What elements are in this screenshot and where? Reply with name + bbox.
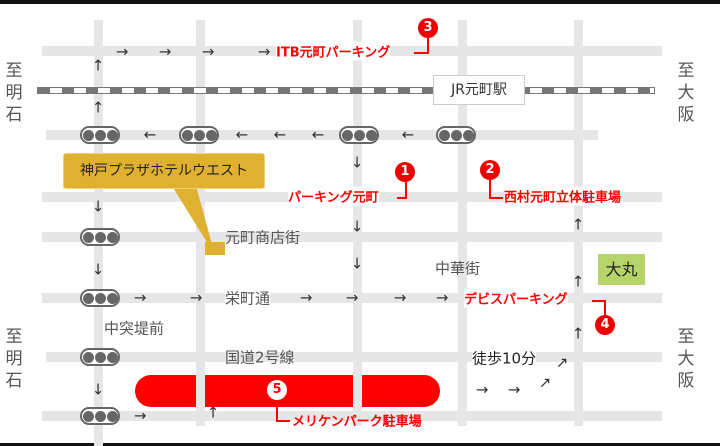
road-gap (196, 375, 205, 407)
lamp (94, 410, 106, 422)
traffic-light-icon (179, 126, 219, 144)
direction-akashi-top: 至明石 (5, 61, 23, 125)
lamp (106, 292, 118, 304)
lamp (82, 231, 94, 243)
lamp (106, 231, 118, 243)
parking-name-4[interactable]: デビスパーキング (464, 288, 568, 308)
lamp (106, 351, 118, 363)
traffic-light-icon (80, 126, 120, 144)
lamp (94, 231, 106, 243)
road (458, 20, 467, 426)
leader-line (276, 401, 290, 422)
bottom-border (0, 443, 720, 446)
parking-name-2[interactable]: 西村元町立体駐車場 (504, 186, 622, 206)
traffic-light-icon (80, 348, 120, 366)
walk-time-label: 徒歩10分 (472, 347, 537, 369)
landmark-daimaru[interactable]: 大丸 (598, 254, 645, 285)
parking-marker-2[interactable]: 2 (480, 160, 500, 180)
traffic-light-icon (436, 126, 476, 144)
lamp (82, 351, 94, 363)
parking-name-1[interactable]: パーキング元町 (288, 186, 379, 206)
hotel-location-marker (205, 242, 225, 255)
lamp (193, 129, 205, 141)
traffic-light-icon (80, 228, 120, 246)
lamp (94, 292, 106, 304)
street-label-shotengai: 元町商店街 (225, 228, 301, 247)
station-label: JR元町駅 (433, 75, 525, 105)
lamp (462, 129, 474, 141)
road (46, 352, 662, 362)
top-border (0, 0, 720, 4)
place-label-nakatottei: 中突堤前 (104, 319, 165, 338)
leader-line (592, 300, 606, 318)
leader-line (414, 38, 429, 54)
road (46, 130, 298, 140)
parking-marker-1[interactable]: 1 (395, 162, 415, 182)
lamp (82, 129, 94, 141)
lamp (94, 351, 106, 363)
parking-marker-5[interactable]: 5 (267, 380, 287, 400)
lamp (82, 410, 94, 422)
lamp (82, 292, 94, 304)
direction-osaka-top: 至大阪 (677, 61, 695, 125)
lamp (438, 129, 450, 141)
leader-line (397, 182, 407, 199)
lamp (181, 129, 193, 141)
leader-line (489, 180, 503, 199)
road-gap (353, 375, 362, 407)
lamp (365, 129, 377, 141)
parking-marker-4[interactable]: 4 (595, 315, 615, 335)
area-label-chinatown: 中華街 (435, 259, 481, 278)
jr-railway (37, 87, 655, 94)
road (42, 232, 662, 242)
lamp (205, 129, 217, 141)
parking-marker-3[interactable]: 3 (418, 18, 438, 38)
lamp (450, 129, 462, 141)
street-label-route2: 国道2号線 (225, 348, 295, 367)
traffic-light-icon (339, 126, 379, 144)
street-label-sakaemachi: 栄町通 (225, 287, 271, 309)
direction-osaka-bottom: 至大阪 (677, 327, 695, 391)
hotel-label[interactable]: 神戸プラザホテルウエスト (63, 153, 265, 189)
parking-name-5[interactable]: メリケンパーク駐車場 (292, 414, 422, 430)
parking-5-area[interactable] (135, 375, 440, 407)
road (42, 411, 662, 421)
lamp (341, 129, 353, 141)
lamp (106, 129, 118, 141)
lamp (94, 129, 106, 141)
traffic-light-icon (80, 407, 120, 425)
parking-name-3[interactable]: ITB元町パーキング (276, 41, 391, 61)
lamp (106, 410, 118, 422)
traffic-light-icon (80, 289, 120, 307)
direction-akashi-bottom: 至明石 (5, 327, 23, 391)
lamp (353, 129, 365, 141)
